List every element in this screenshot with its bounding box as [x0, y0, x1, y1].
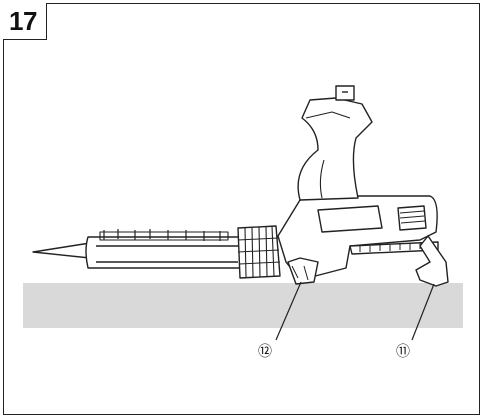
battery-latch: [335, 85, 355, 101]
callout-11-label: ⑪: [396, 344, 410, 360]
work-surface: [23, 283, 463, 328]
callout-12-leader: [275, 281, 302, 341]
nozzle: [32, 242, 91, 259]
tool-body: [277, 195, 438, 281]
cartridge-tube: [85, 236, 241, 269]
figure-number: 17: [9, 6, 37, 36]
callout-12-label: ⑫: [258, 344, 272, 360]
tool-grip: [297, 97, 373, 201]
rear-plunger: [415, 235, 449, 287]
figure-number-box: 17: [3, 3, 47, 40]
callout-11-leader: [411, 283, 435, 341]
front-foot: [287, 257, 319, 285]
figure-frame: [3, 3, 480, 415]
